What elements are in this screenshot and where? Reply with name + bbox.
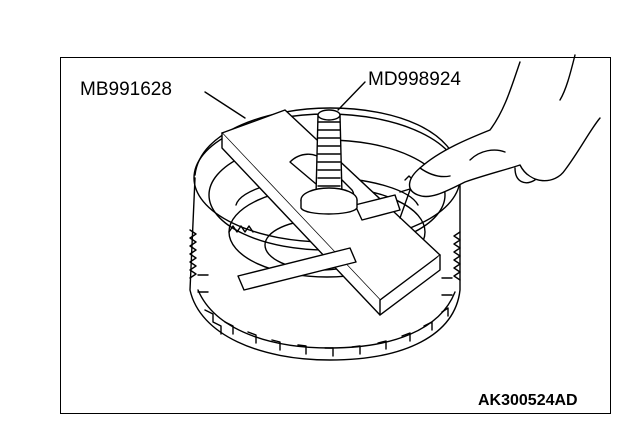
cross-bar [237,194,401,291]
figure-code: AK300524AD [478,392,578,409]
label-tool-b: MD998924 [368,69,461,90]
label-tool-a: MB991628 [80,79,172,100]
hand [399,54,601,219]
leader-tool-a [204,91,246,119]
bolt-tool [300,109,358,215]
leader-tool-b [337,81,366,111]
clutch-drum [189,107,461,361]
